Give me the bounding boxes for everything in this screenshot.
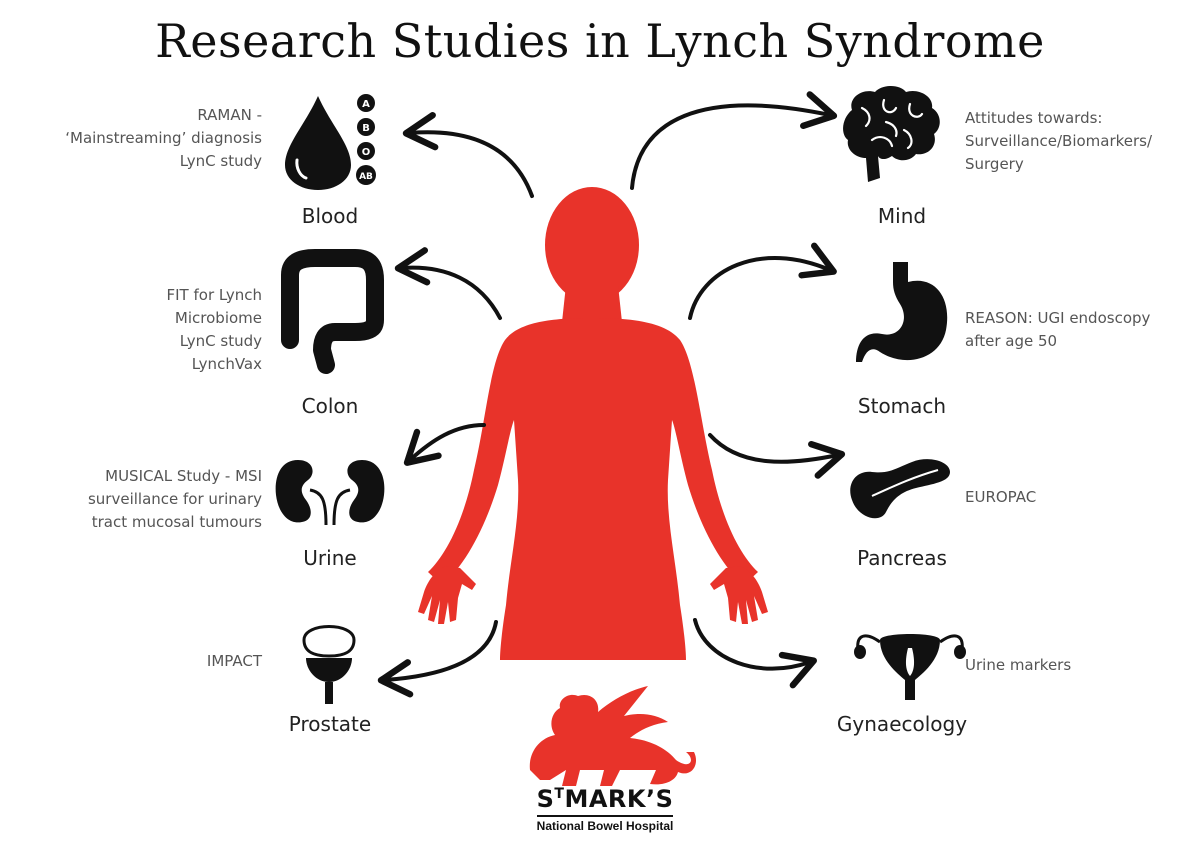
blood-type-badges: A B O AB	[356, 94, 376, 185]
logo-name: STMARK’S	[510, 780, 700, 813]
stomach-label: Stomach	[857, 394, 947, 418]
mind-studies: Attitudes towards: Surveillance/Biomarke…	[965, 109, 1153, 173]
kidneys-icon	[275, 460, 385, 526]
prostate-studies: IMPACT	[206, 652, 262, 670]
blood-type-label: A	[362, 99, 370, 110]
logo-name-prefix: S	[536, 785, 555, 813]
blood-type-label: AB	[359, 172, 373, 182]
stomach-icon	[856, 262, 948, 362]
arrow-to-pancreas	[708, 433, 846, 479]
page-title: Research Studies in Lynch Syndrome	[155, 14, 1045, 68]
mind-label: Mind	[877, 204, 927, 228]
arrow-to-blood	[402, 112, 534, 198]
logo-name-rest: MARK’S	[564, 785, 674, 813]
arrow-to-stomach	[688, 242, 837, 320]
arrow-to-gynaecology	[693, 618, 817, 689]
arrow-to-urine	[403, 423, 486, 466]
colon-studies: FIT for Lynch Microbiome LynC study Lync…	[166, 286, 263, 373]
logo-subtitle: National Bowel Hospital	[536, 815, 674, 833]
arrow-to-mind	[630, 91, 838, 190]
stomach-studies: REASON: UGI endoscopy after age 50	[965, 309, 1151, 350]
left-hand	[418, 566, 476, 624]
uterus-icon	[854, 634, 966, 700]
pancreas-label: Pancreas	[857, 546, 947, 570]
gynaecology-label: Gynaecology	[836, 712, 968, 736]
st-marks-lion-logo	[529, 686, 697, 786]
arrow-to-prostate	[377, 620, 498, 698]
blood-studies: RAMAN - ‘Mainstreaming’ diagnosis LynC s…	[65, 106, 262, 170]
st-marks-logo: STMARK’S National Bowel Hospital	[510, 780, 700, 834]
gynaecology-studies: Urine markers	[965, 656, 1072, 674]
colon-icon	[281, 249, 384, 374]
colon-label: Colon	[301, 394, 359, 418]
urine-label: Urine	[303, 546, 357, 570]
blood-drop-icon	[285, 96, 351, 190]
blood-type-label: O	[362, 147, 371, 158]
logo-name-super: T	[554, 786, 565, 802]
brain-icon	[843, 86, 940, 182]
urine-studies: MUSICAL Study - MSI surveillance for uri…	[87, 467, 262, 531]
pancreas-icon	[850, 459, 950, 519]
right-hand	[710, 566, 768, 624]
pancreas-studies: EUROPAC	[965, 488, 1037, 506]
blood-label: Blood	[301, 204, 359, 228]
prostate-label: Prostate	[288, 712, 372, 736]
blood-type-label: B	[362, 123, 370, 134]
arrow-to-colon	[394, 247, 502, 320]
prostate-icon	[302, 625, 356, 704]
human-body-silhouette	[428, 187, 758, 660]
